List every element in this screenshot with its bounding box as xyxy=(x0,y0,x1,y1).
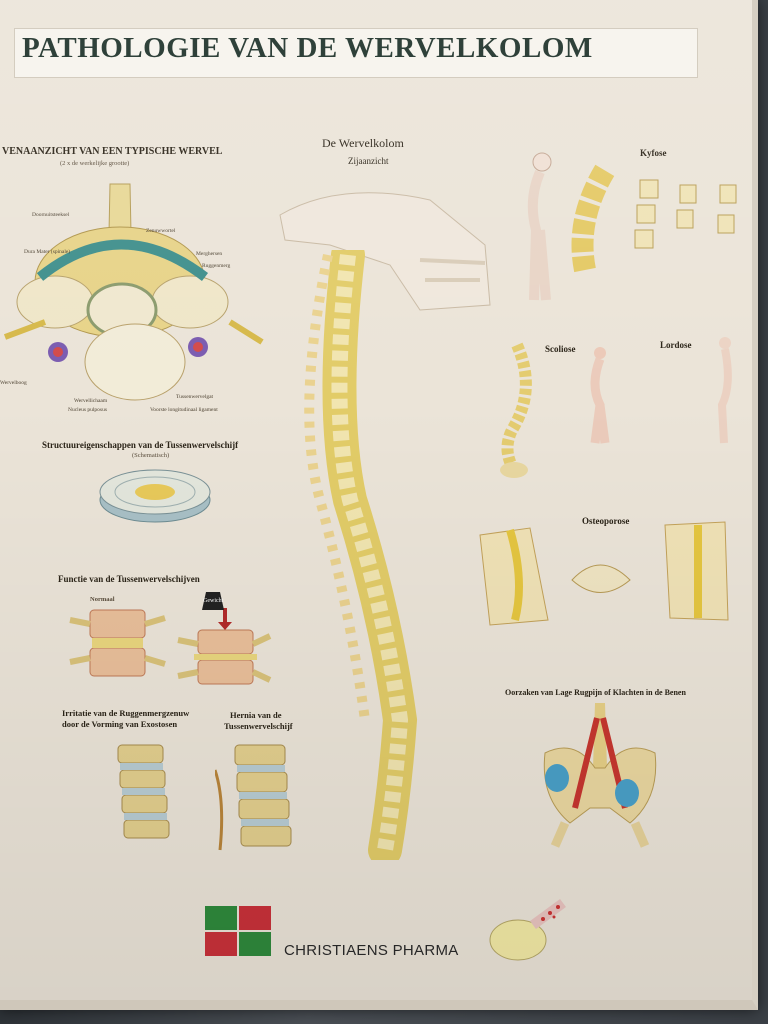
hernia-heading-1: Hernia van de xyxy=(230,710,282,720)
disc-function-illustration xyxy=(69,608,272,685)
hernia-illustration xyxy=(215,744,292,851)
brand-logo xyxy=(205,906,271,956)
anatomy-poster: PATHOLOGIE VAN DE WERVELKOLOM VENAANZICH… xyxy=(0,0,758,1010)
lordose-figure xyxy=(717,337,732,444)
label-wervellichaam: Wervellichaam xyxy=(74,398,108,404)
pelvis-illustration xyxy=(543,703,657,848)
column-heading: De Wervelkolom xyxy=(322,136,404,150)
scoliose-spine xyxy=(500,342,532,478)
lordose-heading: Lordose xyxy=(660,340,692,350)
disc-function-heading: Functie van de Tussenwervelschijven xyxy=(58,574,200,584)
disc-structure-subheading: (Schematisch) xyxy=(132,452,170,459)
label-tussenwervelgat: Tussenwervelgat xyxy=(176,394,214,400)
hernia-heading-2: Tussenwervelschijf xyxy=(224,721,293,731)
disc-structure-illustration xyxy=(99,469,211,523)
irritation-heading-1: Irritatie van de Ruggenmergzenuw xyxy=(62,708,190,718)
brand-name: CHRISTIAENS PHARMA xyxy=(284,942,459,959)
title-banner xyxy=(14,28,698,78)
disc-detail-illustration xyxy=(489,898,566,961)
vertebra-top-illustration xyxy=(3,183,264,401)
exostosis-illustration xyxy=(117,744,170,839)
label-nucleus-pulposus: Nucleus pulposus xyxy=(68,407,107,413)
weight-label: Gewicht xyxy=(203,598,224,604)
label-voorste-ligament: Voorste longitudinaal ligament xyxy=(150,407,218,413)
label-dura-mater: Dura Mater (spinale) xyxy=(24,249,71,255)
label-wervelboog: Wervelboog xyxy=(0,380,27,386)
kyfose-vertebrae xyxy=(571,164,737,273)
poster-title: PATHOLOGIE VAN DE WERVELKOLOM xyxy=(22,32,593,64)
osteoporose-illustrations xyxy=(479,521,729,626)
normal-label: Normaal xyxy=(90,596,115,603)
label-zenuwwortel: Zenuwwortel xyxy=(146,228,176,234)
spine-illustration xyxy=(304,250,418,860)
disc-structure-heading: Structuureigenschappen van de Tussenwerv… xyxy=(42,440,239,450)
vertebra-heading: VENAANZICHT VAN EEN TYPISCHE WERVEL xyxy=(2,146,223,157)
label-doornuitsteeksel: Doornuitsteeksel xyxy=(32,212,70,218)
weight-icon xyxy=(202,592,224,610)
skull-illustration xyxy=(279,192,491,311)
label-ruggenmerg: Ruggenmerg xyxy=(202,263,231,269)
scoliose-heading: Scoliose xyxy=(545,344,576,354)
osteoporose-heading: Osteoporose xyxy=(582,516,630,526)
vertebra-subheading: (2 x de werkelijke grootte) xyxy=(60,160,130,167)
irritation-heading-2: door de Vorming van Exostosen xyxy=(62,719,178,729)
kyfose-heading: Kyfose xyxy=(640,148,667,158)
kyfose-figure xyxy=(527,152,552,301)
low-back-heading: Oorzaken van Lage Rugpijn of Klachten in… xyxy=(505,688,686,697)
label-merghersen: Merghersen xyxy=(196,251,223,257)
column-subheading: Zijaanzicht xyxy=(348,156,389,166)
scoliose-figure xyxy=(590,347,610,444)
